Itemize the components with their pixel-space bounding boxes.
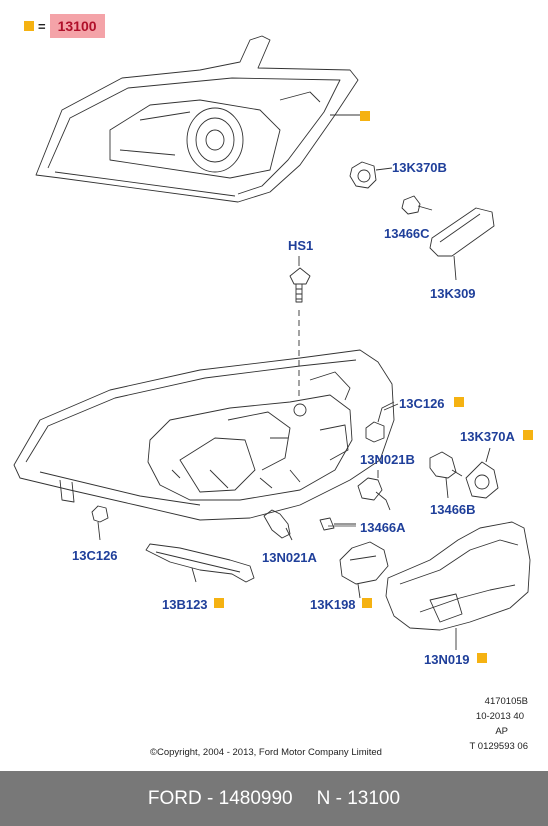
marker-13K370A-icon: [523, 430, 533, 440]
drawing-ref: T 0129593 06: [469, 741, 528, 752]
label-13C126-right[interactable]: 13C126: [399, 396, 445, 411]
drawing-date: 10-2013 40: [475, 711, 524, 722]
module-13K198: [339, 541, 389, 599]
label-13466C[interactable]: 13466C: [384, 226, 430, 241]
cap-13C126-left: [91, 505, 109, 541]
drawing-number: 4170105B: [484, 696, 528, 707]
footer-part-number: FORD - 1480990: [147, 787, 293, 809]
headlamp-housing-rear: [13, 349, 395, 521]
exploded-parts-diagram: [13, 35, 531, 650]
label-13C126-left[interactable]: 13C126: [72, 548, 118, 563]
label-13466B[interactable]: 13466B: [430, 502, 476, 517]
label-13K370B[interactable]: 13K370B: [392, 160, 447, 175]
legend-equals: =: [38, 18, 46, 34]
marker-13K198-icon: [362, 598, 372, 608]
cover-13N019: [385, 521, 531, 650]
headlamp-assembly-front: [35, 35, 362, 203]
label-13B123[interactable]: 13B123: [162, 597, 208, 612]
drawing-region: AP: [495, 726, 508, 737]
bulb-13466C: [401, 195, 433, 215]
marker-13B123-icon: [214, 598, 224, 608]
footer-bar: FORD - 1480990 N - 13100: [0, 771, 548, 826]
screw-HS1: [289, 256, 311, 400]
label-HS1[interactable]: HS1: [288, 238, 314, 253]
label-13K309[interactable]: 13K309: [430, 286, 476, 301]
side-lamp-13K309: [429, 207, 495, 281]
leader-lines: [328, 403, 399, 527]
bulb-13N021A: [263, 509, 293, 541]
socket-13K370B: [349, 161, 393, 189]
label-13N021A[interactable]: 13N021A: [262, 550, 317, 565]
bulb-13466B: [429, 451, 463, 499]
marker-13C126-icon: [454, 397, 464, 407]
legend-marker-icon: [24, 21, 34, 31]
label-13N019[interactable]: 13N019: [424, 652, 470, 667]
socket-13K370A: [465, 447, 499, 499]
legend: = 13100: [24, 14, 105, 38]
marker-13N019-icon: [477, 653, 487, 663]
legend-code: 13100: [49, 14, 105, 38]
label-13N021B[interactable]: 13N021B: [360, 452, 415, 467]
copyright: ©Copyright, 2004 - 2013, Ford Motor Comp…: [150, 747, 382, 758]
label-13466A[interactable]: 13466A: [360, 520, 406, 535]
bracket-13B123: [145, 543, 255, 583]
label-13K198[interactable]: 13K198: [310, 597, 356, 612]
bulb-13466A: [319, 517, 356, 531]
cap-13C126-right: [365, 401, 395, 443]
label-13K370A[interactable]: 13K370A: [460, 429, 515, 444]
bulb-13N021B: [357, 470, 391, 511]
footer-node: N - 13100: [316, 787, 401, 809]
marker-headlamp-icon: [360, 111, 370, 121]
